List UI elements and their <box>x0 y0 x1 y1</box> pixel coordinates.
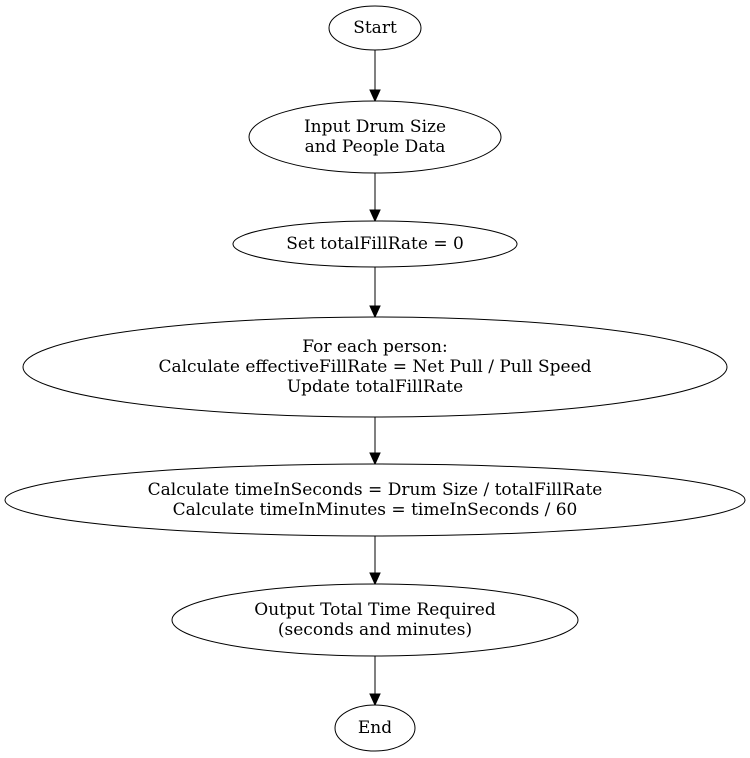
node-calc-time-label-line: Calculate timeInSeconds = Drum Size / to… <box>148 480 603 500</box>
node-start-ellipse <box>328 5 422 51</box>
node-set-total-ellipse <box>232 220 518 268</box>
edge-loop-to-calc-time <box>369 417 381 466</box>
node-calc-time-label-line: Calculate timeInMinutes = timeInSeconds … <box>173 500 578 520</box>
node-input-ellipse <box>248 100 502 174</box>
edge-calc-time-to-output <box>369 536 381 586</box>
edges-layer <box>369 50 381 707</box>
edge-input-to-set-total <box>369 173 381 223</box>
arrowhead-icon <box>369 693 381 707</box>
node-output-ellipse <box>171 583 579 657</box>
edge-set-total-to-loop <box>369 267 381 319</box>
node-set-total-label-line: Set totalFillRate = 0 <box>286 234 464 254</box>
arrowhead-icon <box>369 572 381 586</box>
arrowhead-icon <box>369 452 381 466</box>
end-node-clip-mask <box>391 716 409 740</box>
edge-start-to-input <box>369 50 381 103</box>
arrowhead-icon <box>369 305 381 319</box>
node-output-label-line: Output Total Time Required <box>254 600 496 620</box>
arrowhead-icon <box>369 209 381 223</box>
node-loop-label-line: Update totalFillRate <box>287 377 463 397</box>
arrowhead-icon <box>369 89 381 103</box>
node-set-total: Set totalFillRate = 0 <box>232 220 518 268</box>
node-output: Output Total Time Required(seconds and m… <box>171 583 579 657</box>
edge-output-to-end <box>369 656 381 707</box>
node-start-label-line: Start <box>353 18 397 38</box>
node-calc-time-ellipse <box>4 463 746 537</box>
node-input-label-line: Input Drum Size <box>304 117 446 137</box>
node-loop-ellipse <box>22 316 728 418</box>
node-loop: For each person:Calculate effectiveFillR… <box>22 316 728 418</box>
node-end-label-line: End <box>358 718 392 738</box>
node-loop-label-line: For each person: <box>302 337 447 357</box>
node-loop-label-line: Calculate effectiveFillRate = Net Pull /… <box>158 357 591 377</box>
node-calc-time: Calculate timeInSeconds = Drum Size / to… <box>4 463 746 537</box>
node-output-label-line: (seconds and minutes) <box>278 620 472 640</box>
node-start: Start <box>328 5 422 51</box>
node-input-label-line: and People Data <box>305 137 446 157</box>
